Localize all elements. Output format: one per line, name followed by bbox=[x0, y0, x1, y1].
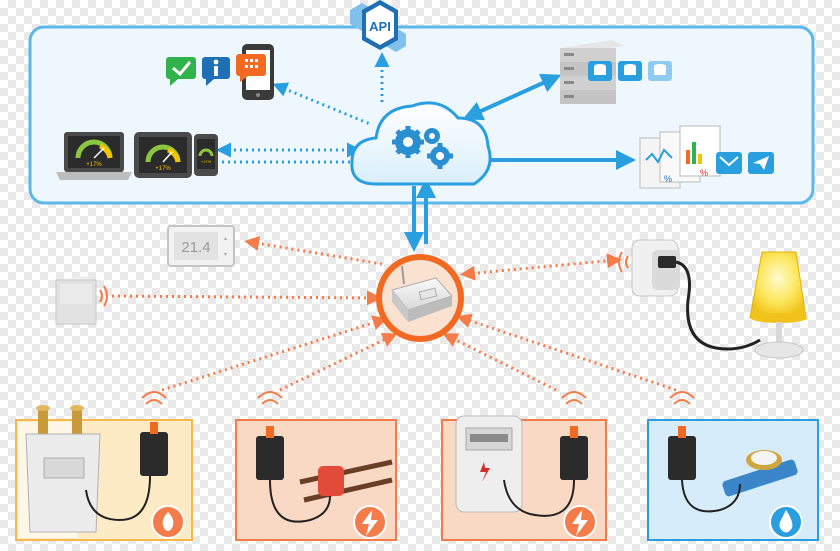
database-icon bbox=[588, 61, 672, 81]
tablet-gauge-value: +17% bbox=[155, 166, 171, 172]
water-meter bbox=[722, 450, 798, 497]
alert-phone-icon bbox=[236, 44, 274, 100]
info-icon bbox=[202, 57, 230, 86]
send-icon bbox=[748, 152, 774, 174]
gas-meter bbox=[25, 405, 101, 533]
gears-icon bbox=[392, 126, 453, 169]
thermostat-reading: 21.4 bbox=[181, 239, 210, 256]
check-icon bbox=[166, 57, 196, 86]
electric-meter-panel bbox=[441, 391, 607, 541]
cloud-service bbox=[350, 101, 492, 186]
flame-icon bbox=[162, 512, 174, 531]
smart-plug bbox=[618, 239, 680, 297]
bolt-icon-2 bbox=[572, 510, 588, 536]
laptop-gauge-value: +17% bbox=[86, 162, 102, 168]
thermostat: 21.4 ▴ ▾ bbox=[167, 225, 235, 267]
water-meter-panel bbox=[647, 391, 819, 541]
svg-text:%: % bbox=[664, 174, 672, 184]
water-drop-icon bbox=[779, 510, 793, 533]
table-lamp bbox=[749, 251, 807, 359]
bolt-icon bbox=[362, 510, 378, 536]
svg-text:▴: ▴ bbox=[224, 236, 227, 242]
svg-text:%: % bbox=[700, 168, 708, 178]
mail-icon bbox=[716, 152, 742, 174]
server-stack bbox=[560, 40, 672, 104]
sensor-box bbox=[55, 276, 108, 325]
api-icon: API bbox=[350, 0, 406, 52]
gateway-hub bbox=[376, 254, 464, 342]
tablet-dashboard: +17% bbox=[134, 132, 192, 178]
phone-gauge-value: +17% bbox=[201, 159, 212, 164]
phone-dashboard: +17% bbox=[194, 134, 218, 176]
notification-icons bbox=[166, 44, 274, 100]
gas-meter-panel bbox=[15, 391, 193, 541]
radio-links bbox=[111, 236, 677, 392]
report-icon: % % bbox=[639, 125, 721, 189]
svg-text:▾: ▾ bbox=[224, 252, 227, 258]
cloud-links bbox=[216, 52, 636, 252]
lamp-cable bbox=[675, 260, 761, 351]
api-label: API bbox=[369, 19, 391, 34]
laptop-dashboard: +17% bbox=[56, 132, 132, 180]
current-clamp-panel bbox=[235, 391, 397, 541]
